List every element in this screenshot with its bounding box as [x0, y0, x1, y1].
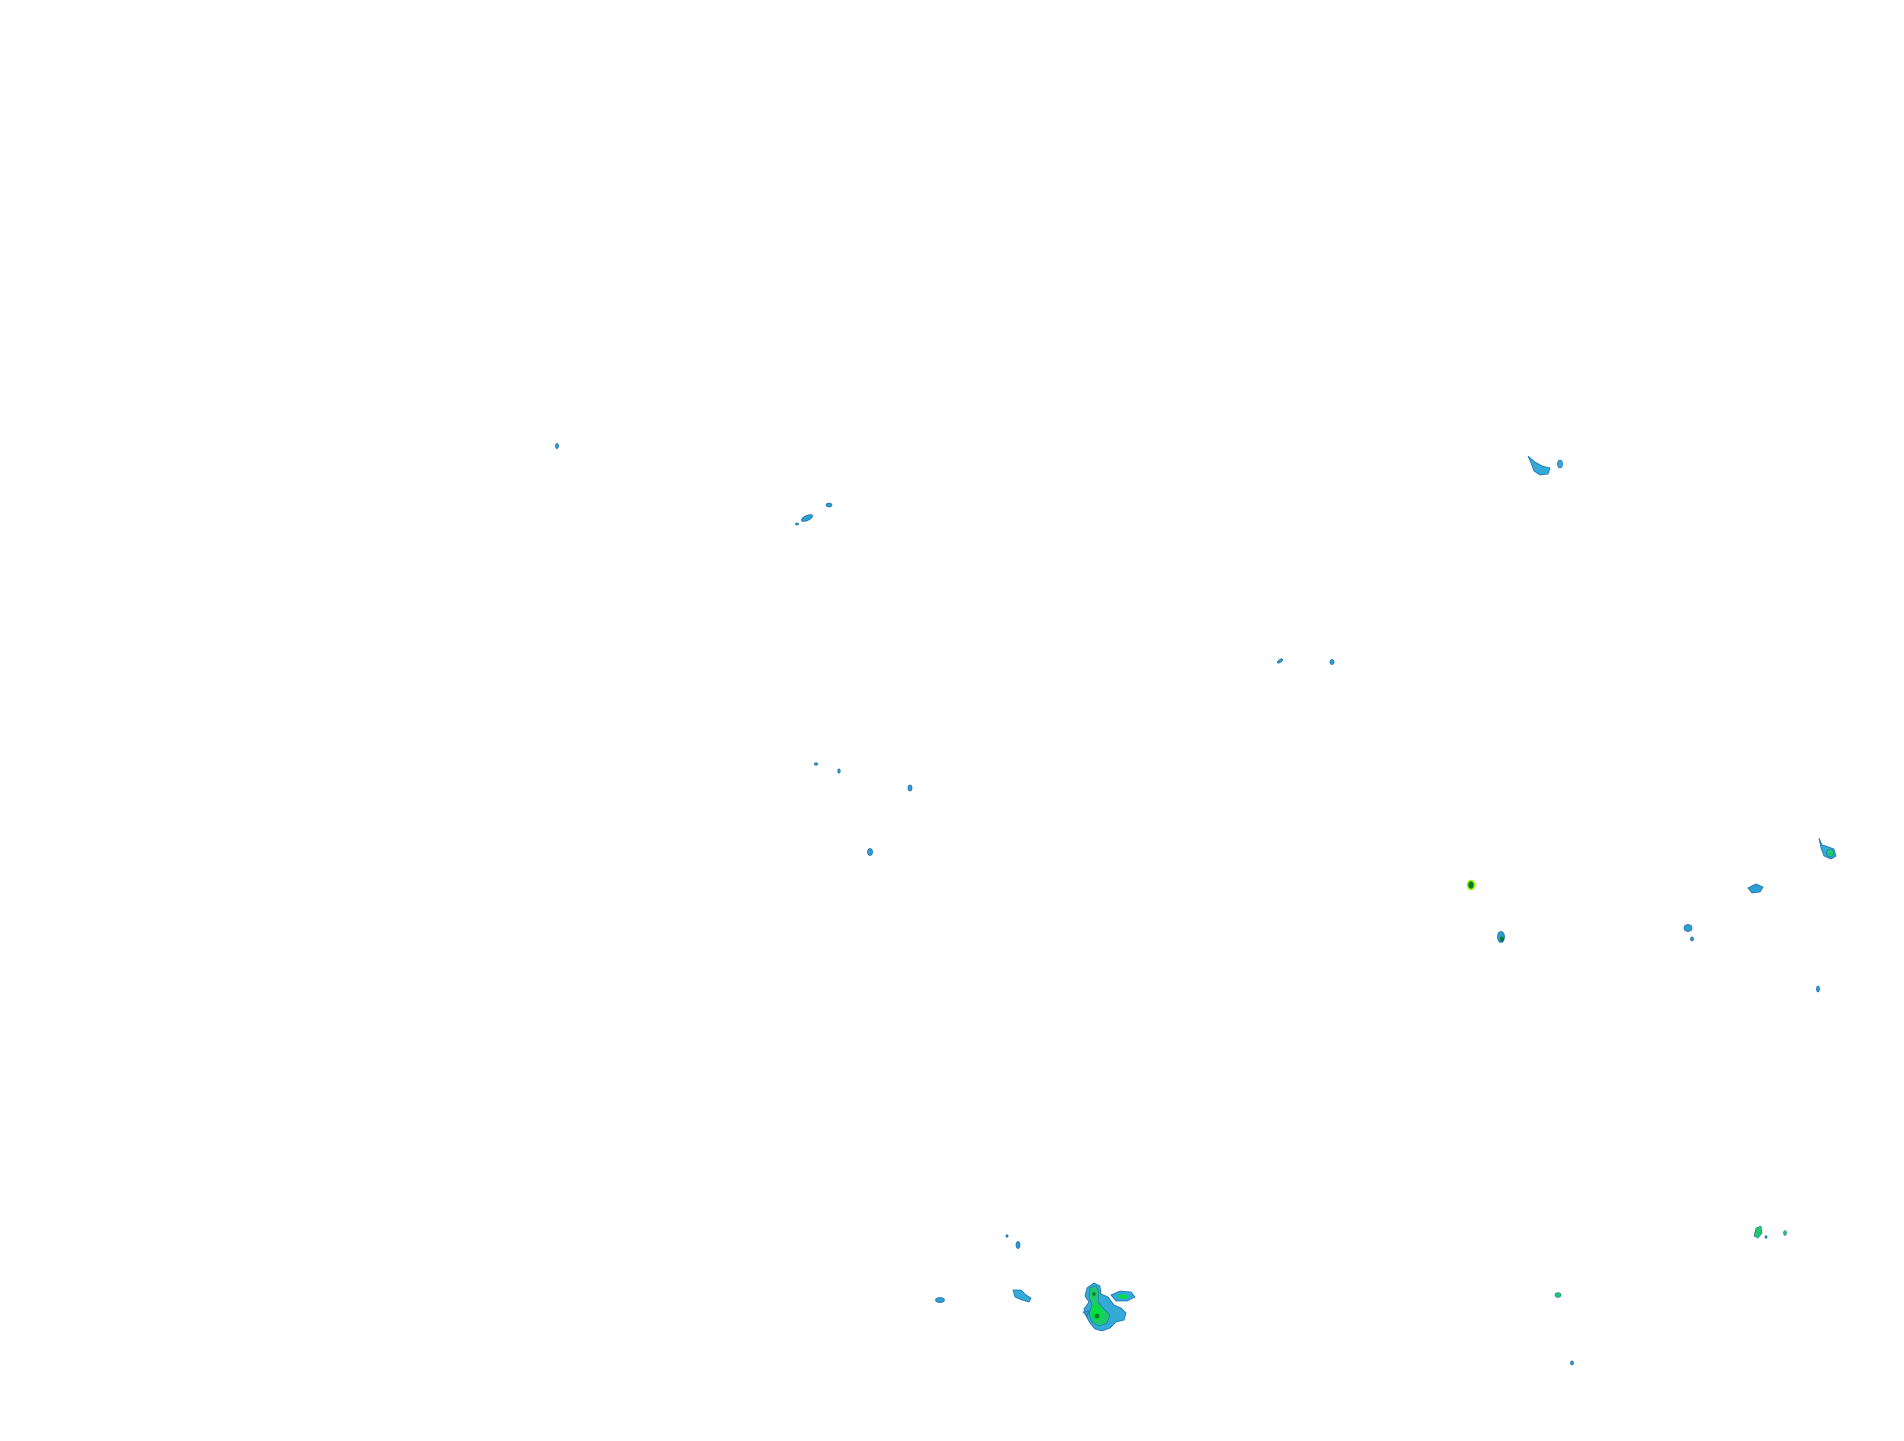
precip-core — [1500, 936, 1504, 942]
storm-complex-south — [1082, 1282, 1136, 1332]
precip-cell — [837, 768, 841, 774]
precip-core — [1094, 1313, 1100, 1319]
precip-cell — [1005, 1234, 1009, 1238]
precip-cell — [1466, 879, 1476, 891]
precip-cell — [907, 784, 913, 792]
precip-cell — [935, 1297, 945, 1303]
precip-cell — [1747, 883, 1764, 894]
precip-area-heavy — [1116, 1294, 1129, 1299]
precip-cell — [801, 514, 813, 522]
precip-cell — [1570, 1360, 1574, 1366]
precip-cell — [1012, 1289, 1032, 1303]
echo-cluster-east-central — [1466, 837, 1837, 993]
precip-cell — [1826, 848, 1834, 858]
precip-cell — [1277, 658, 1283, 664]
precip-core — [1092, 1292, 1096, 1296]
echo-cluster-southeast — [1554, 1225, 1787, 1366]
precip-cell — [555, 443, 559, 449]
echo-cluster-northeast — [1527, 455, 1563, 476]
precip-cell — [1683, 924, 1693, 932]
precip-cell — [814, 762, 818, 766]
precip-cell — [1527, 455, 1551, 476]
precip-cell — [1764, 1235, 1768, 1239]
precip-cell — [1753, 1225, 1763, 1239]
echo-cluster-central — [1277, 658, 1335, 665]
precip-cell — [1690, 936, 1694, 942]
echo-cluster-northwest — [555, 443, 833, 526]
precip-cell — [795, 522, 799, 526]
precip-cell — [1557, 459, 1563, 469]
precip-area-light — [1082, 1310, 1090, 1317]
precip-cell — [825, 502, 833, 508]
precip-cell — [1015, 1241, 1021, 1249]
precip-cell — [867, 848, 873, 856]
echo-cluster-west-central — [814, 762, 913, 856]
precip-cell — [1816, 985, 1820, 993]
echo-cluster-southwest — [935, 1234, 1032, 1303]
precip-cell — [1554, 1292, 1562, 1298]
precip-cell — [1783, 1230, 1787, 1236]
precip-cell — [1329, 659, 1335, 665]
precip-area-heavy — [1091, 1304, 1103, 1321]
